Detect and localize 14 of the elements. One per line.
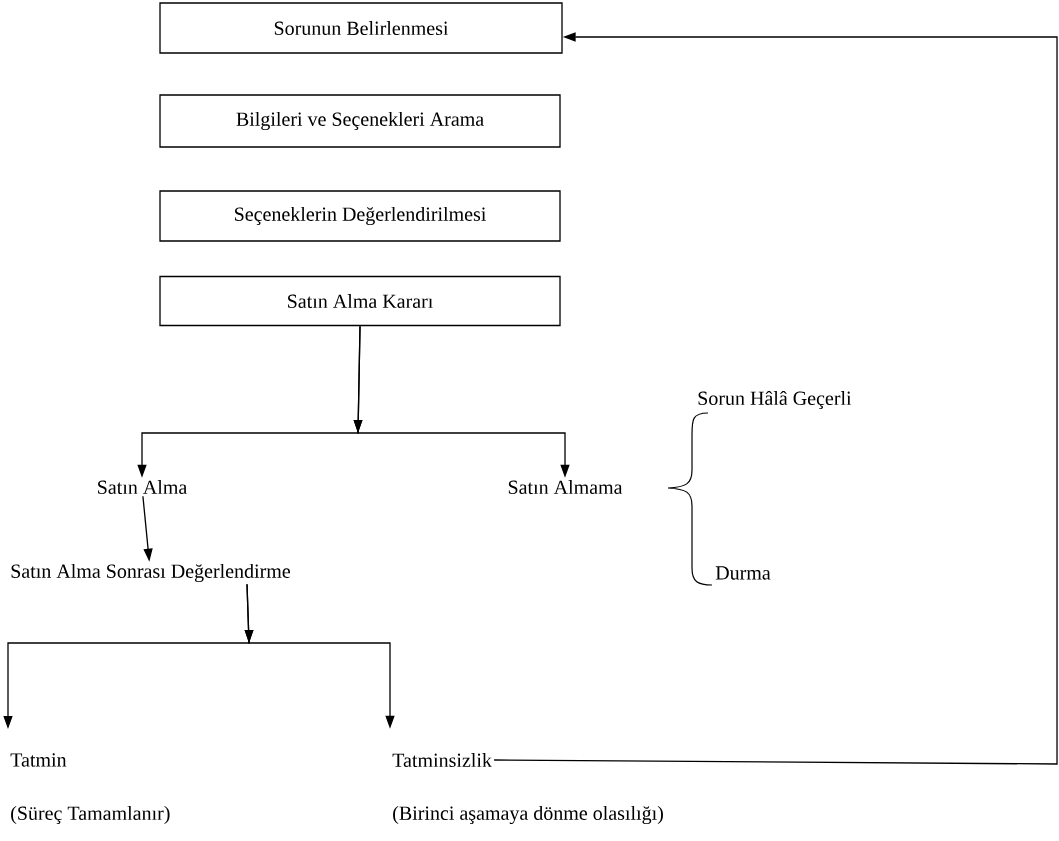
side-text: Sorun Hâlâ Geçerli — [698, 390, 852, 410]
outcome-text: Tatminsizlik — [392, 752, 492, 768]
note-text: (Süreç Tamamlanır) — [11, 805, 170, 825]
arrow — [493, 32, 1058, 765]
process-box: Satın Alma Kararı — [159, 275, 561, 327]
note-text: (Birinci aşamaya dönme olasılığı) — [393, 805, 663, 825]
outcome-text: Satın Almama — [508, 479, 623, 495]
outcome-text: Tatmin — [10, 753, 67, 767]
outcome-text: Satın Alma Sonrası Değerlendirme — [11, 563, 291, 583]
process-box: Bilgileri ve Seçenekleri Arama — [159, 94, 561, 148]
process-box: Seçeneklerin Değerlendirilmesi — [159, 190, 561, 242]
process-box: Sorunun Belirlenmesi — [159, 2, 563, 54]
outcome-text: Satın Alma — [98, 479, 187, 495]
side-text: Durma — [715, 566, 771, 580]
